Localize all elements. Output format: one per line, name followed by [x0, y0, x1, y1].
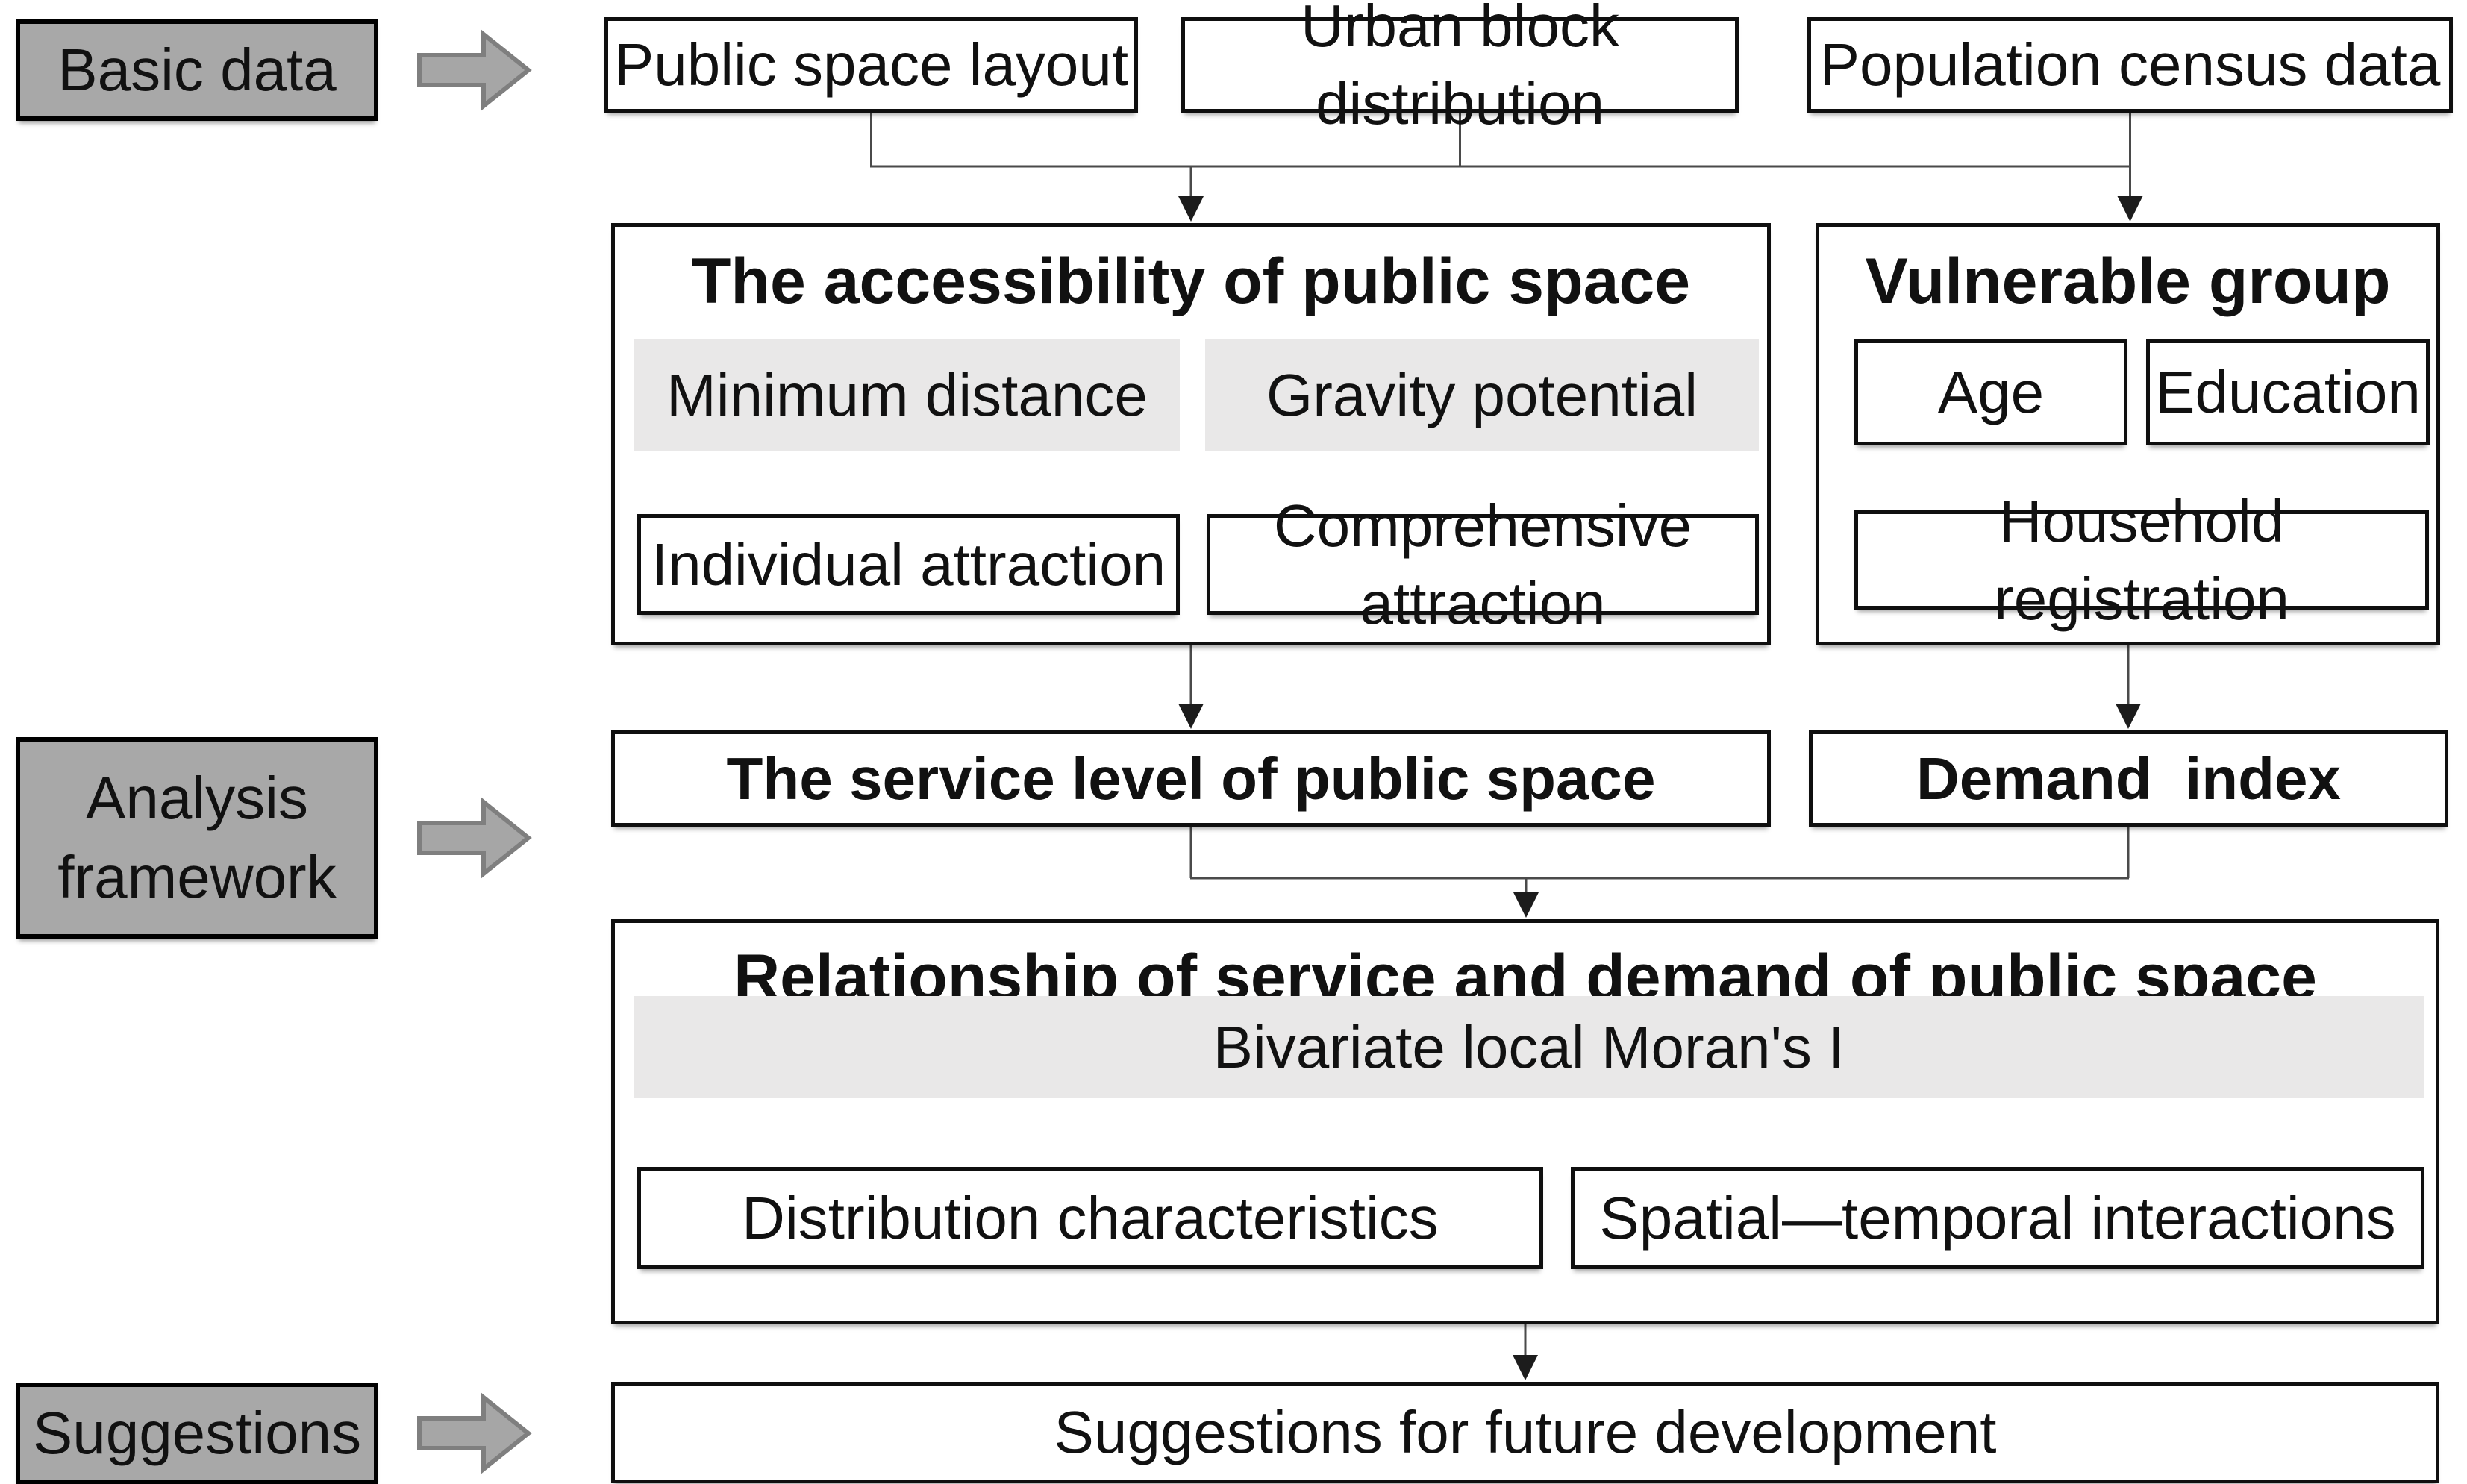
stage-label-analysis-framework: Analysis framework	[16, 737, 378, 939]
vulnerable-group-title: Vulnerable group	[1865, 245, 2391, 317]
box-education: Education	[2146, 339, 2430, 445]
container-relationship: Relationship of service and demand of pu…	[611, 919, 2439, 1324]
band-gravity-potential: Gravity potential	[1205, 339, 1759, 451]
box-population-census-data: Population census data	[1807, 17, 2453, 113]
box-distribution-characteristics: Distribution characteristics	[637, 1167, 1543, 1269]
stage-label-suggestions: Suggestions	[16, 1383, 378, 1484]
box-spatial-temporal-interactions: Spatial—temporal interactions	[1571, 1167, 2424, 1269]
box-demand-index: Demand index	[1809, 730, 2448, 827]
band-bivariate-local-morans-i: Bivariate local Moran's I	[634, 996, 2424, 1098]
band-minimum-distance: Minimum distance	[634, 339, 1180, 451]
box-public-space-layout: Public space layout	[604, 17, 1138, 113]
container-accessibility: The accessibility of public space Minimu…	[611, 223, 1771, 645]
right-block-arrow-icon	[417, 29, 532, 111]
stage-label-basic-data: Basic data	[16, 19, 378, 121]
accessibility-title: The accessibility of public space	[691, 245, 1691, 317]
container-vulnerable-group: Vulnerable group Age Education Household…	[1816, 223, 2440, 645]
right-block-arrow-icon	[417, 1392, 532, 1474]
box-suggestions-future-development: Suggestions for future development	[611, 1382, 2439, 1483]
box-service-level: The service level of public space	[611, 730, 1771, 827]
box-individual-attraction: Individual attraction	[637, 514, 1180, 615]
right-block-arrow-icon	[417, 797, 532, 879]
box-urban-block-distribution: Urban block distribution	[1181, 0, 1739, 137]
box-age: Age	[1854, 339, 2127, 445]
box-household-registration: Household registration	[1854, 488, 2429, 632]
box-comprehensive-attraction: Comprehensive attraction	[1207, 492, 1759, 636]
